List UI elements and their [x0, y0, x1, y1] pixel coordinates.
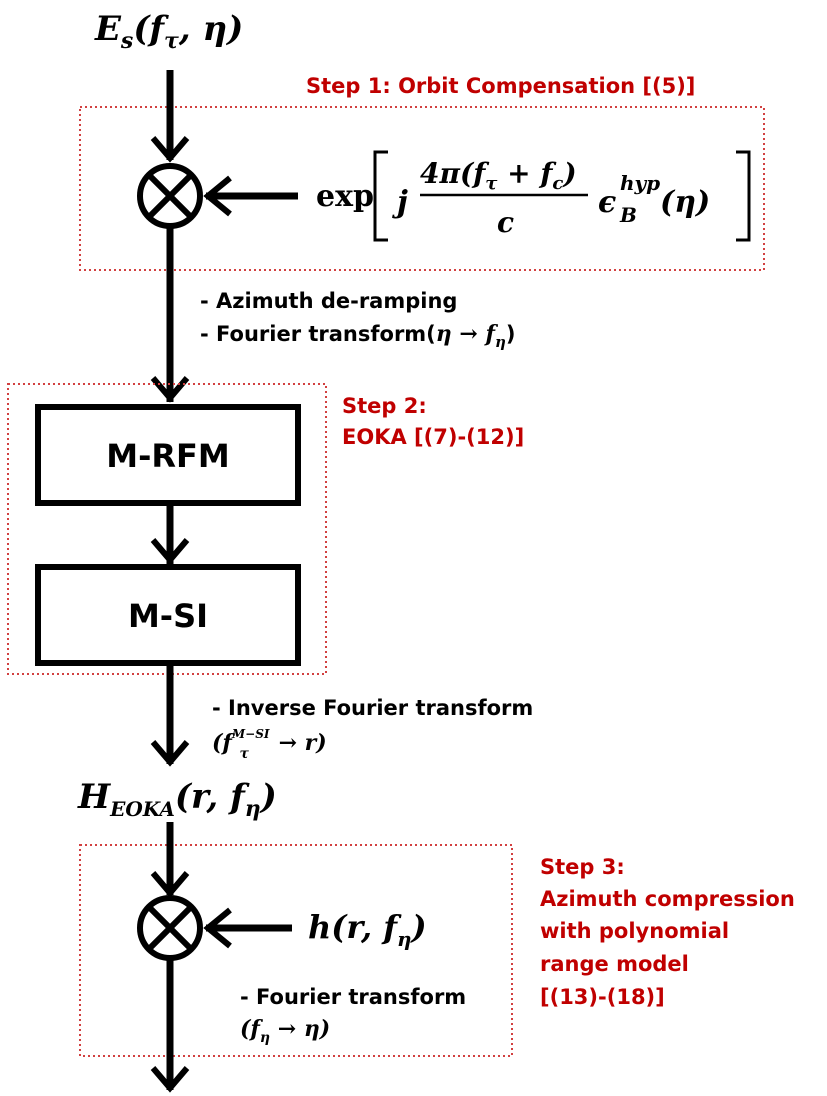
step3-label-line4: range model — [540, 952, 689, 976]
arrowhead-down — [150, 1066, 190, 1093]
step1-region — [79, 106, 765, 271]
step2-label-line2: EOKA [(7)-(12)] — [342, 425, 524, 449]
note-fourier-transform-2: - Fourier transform — [240, 985, 466, 1009]
note-fourier-transform-2-math: (fη → η) — [240, 1016, 330, 1046]
step3-label-line2: Azimuth compression — [540, 887, 795, 911]
arrowhead-down — [150, 740, 190, 767]
fraction-denominator: c — [497, 206, 514, 239]
step3-label-line5: [(13)-(18)] — [540, 985, 665, 1009]
imaginary-unit: j — [392, 185, 408, 220]
note-azimuth-deramping: - Azimuth de-ramping — [200, 289, 457, 313]
azimuth-filter-label: h(r, fη) — [308, 908, 427, 951]
step2-label-line1: Step 2: — [342, 394, 427, 418]
orbit-compensation-phase-term: exp j 4π(fτ + fc) c ϵ hyp B (η) — [316, 150, 751, 242]
arrowhead-down — [150, 538, 190, 565]
arrowhead-down — [150, 136, 190, 163]
exp-word: exp — [316, 179, 374, 214]
arrowhead-left — [203, 175, 232, 217]
epsilon-argument: (η) — [660, 185, 710, 220]
step3-label-line1: Step 3: — [540, 855, 625, 879]
multiplier-icon — [137, 895, 203, 961]
step3-label-line3: with polynomial — [540, 919, 729, 943]
epsilon-subscript: B — [619, 203, 637, 227]
m-rfm-label: M-RFM — [106, 437, 229, 475]
step3-region — [79, 844, 513, 1057]
arrowhead-left — [203, 907, 232, 949]
arrowhead-down — [150, 871, 190, 898]
fraction-numerator: 4π(fτ + fc) — [420, 157, 577, 194]
note-inverse-fourier-transform: - Inverse Fourier transform — [212, 696, 533, 720]
m-si-block — [35, 564, 301, 666]
input-signal-label: Es(fτ, η) — [94, 9, 243, 54]
multiplier-icon — [137, 163, 203, 229]
step1-label: Step 1: Orbit Compensation [(5)] — [306, 74, 695, 98]
m-si-label: M-SI — [128, 597, 208, 635]
eoka-output-signal-label: HEOKA(r, fη) — [77, 777, 277, 822]
epsilon-symbol: ϵ — [598, 185, 616, 220]
note-fourier-transform-1: - Fourier transform(η → fη) — [200, 321, 516, 351]
epsilon-superscript: hyp — [620, 171, 660, 195]
